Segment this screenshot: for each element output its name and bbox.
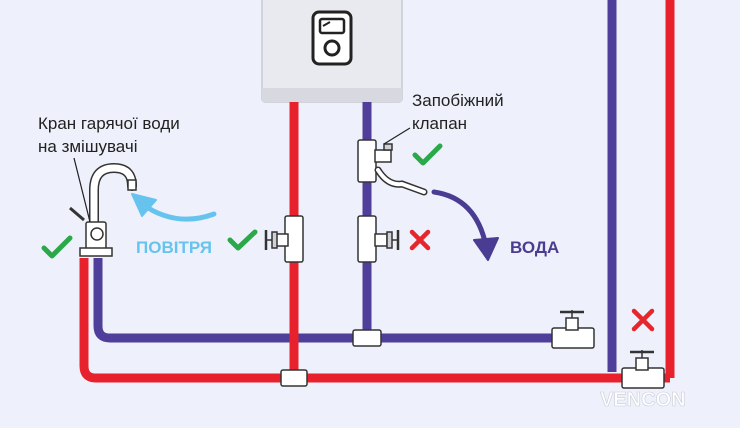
air-vent-valve xyxy=(264,215,304,263)
boiler-control-panel xyxy=(311,10,353,66)
air-valve-check-icon xyxy=(227,229,258,251)
tee-fittings xyxy=(280,329,382,387)
faucet-label-line1: Кран гарячої води xyxy=(38,114,180,133)
faucet-label-line2: на змішувачі xyxy=(38,137,138,156)
leader-lines xyxy=(73,127,411,223)
main-valve xyxy=(621,350,665,389)
status-marks xyxy=(41,143,655,332)
valve-label-line1: Запобіжний xyxy=(412,91,504,110)
cold-tee xyxy=(352,329,382,347)
faucet-check-icon xyxy=(41,235,73,259)
air-arrow xyxy=(131,193,217,222)
water-arrow xyxy=(431,189,499,261)
hot-tee xyxy=(280,369,308,387)
cold-return-line xyxy=(93,258,560,343)
cold-inlet-cross-icon xyxy=(409,229,431,251)
return-line-valve xyxy=(551,310,595,349)
valve-leader xyxy=(383,127,411,145)
valve-label-line2: клапан xyxy=(412,114,467,133)
safety-valve-check-icon xyxy=(412,143,443,166)
cold-inlet-valve xyxy=(357,215,400,263)
air-label: ПОВІТРЯ xyxy=(136,238,212,257)
faucet-leader xyxy=(73,157,91,223)
safety-valve xyxy=(357,139,428,196)
boiler xyxy=(261,0,403,103)
hot-supply-line xyxy=(79,258,670,383)
main-valve-cross-icon xyxy=(631,308,655,332)
brand-watermark: VENCON xyxy=(600,389,686,411)
water-label: ВОДА xyxy=(510,238,559,257)
mixer-faucet xyxy=(69,162,137,257)
